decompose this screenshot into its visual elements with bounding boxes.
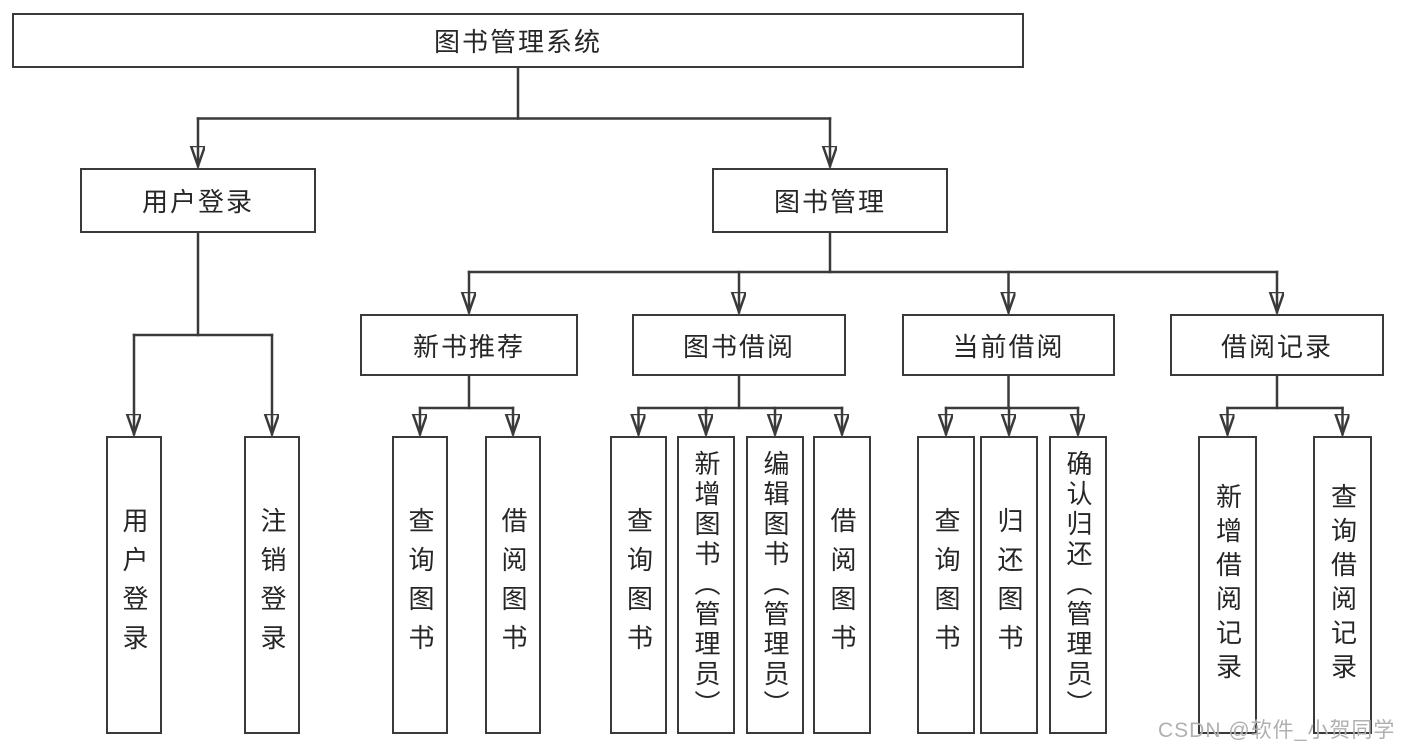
node-root: 图书管理系统 [12, 13, 1024, 68]
connector-current-borrowing-children [946, 374, 1078, 434]
node-book-borrowing-label: 图书借阅 [682, 331, 795, 362]
connector-book-management-children [469, 231, 1277, 312]
node-leaf-query-books-current: 查询图书 [917, 436, 975, 734]
node-book-management: 图书管理 [712, 168, 948, 233]
node-new-book-recommend: 新书推荐 [360, 314, 578, 376]
connector-new-book-recommend-children [420, 374, 513, 434]
node-new-book-recommend-label: 新书推荐 [412, 331, 525, 362]
node-root-label: 图书管理系统 [433, 27, 602, 57]
node-leaf-add-books-admin-label: 新增图书（管理员） [691, 450, 721, 720]
node-current-borrowing: 当前借阅 [902, 314, 1115, 376]
node-leaf-query-borrow-record: 查询借阅记录 [1313, 436, 1372, 734]
connector-root-to-level2 [198, 66, 830, 166]
node-leaf-edit-books-admin: 编辑图书（管理员） [746, 436, 804, 734]
node-leaf-user-login-label: 用户登录 [119, 507, 149, 663]
node-leaf-user-login: 用户登录 [106, 436, 162, 734]
node-leaf-query-books-borrowing-label: 查询图书 [623, 507, 654, 663]
node-leaf-query-books-recommend: 查询图书 [392, 436, 448, 734]
node-leaf-add-borrow-record: 新增借阅记录 [1198, 436, 1257, 734]
node-leaf-query-borrow-record-label: 查询借阅记录 [1327, 483, 1358, 687]
node-user-login-label: 用户登录 [141, 187, 254, 217]
node-current-borrowing-label: 当前借阅 [952, 331, 1065, 362]
node-leaf-edit-books-admin-label: 编辑图书（管理员） [760, 450, 790, 720]
node-leaf-logout: 注销登录 [244, 436, 300, 734]
node-leaf-query-books-recommend-label: 查询图书 [405, 507, 435, 663]
node-leaf-query-books-borrowing: 查询图书 [610, 436, 667, 734]
node-leaf-add-borrow-record-label: 新增借阅记录 [1212, 483, 1243, 687]
connector-borrowing-records-children [1228, 374, 1343, 434]
node-leaf-borrow-books-recommend-label: 借阅图书 [498, 507, 528, 663]
node-leaf-return-books-label: 归还图书 [994, 507, 1024, 663]
node-leaf-borrow-books-borrowing-label: 借阅图书 [827, 507, 857, 663]
node-leaf-logout-label: 注销登录 [257, 507, 287, 663]
node-leaf-return-books: 归还图书 [980, 436, 1038, 734]
node-leaf-borrow-books-recommend: 借阅图书 [485, 436, 541, 734]
node-leaf-confirm-return-admin-label: 确认归还（管理员） [1063, 450, 1093, 720]
node-borrowing-records: 借阅记录 [1170, 314, 1384, 376]
node-user-login: 用户登录 [80, 168, 316, 233]
node-leaf-confirm-return-admin: 确认归还（管理员） [1049, 436, 1107, 734]
csdn-watermark: CSDN @软件_小贺同学 [1158, 719, 1396, 742]
node-leaf-borrow-books-borrowing: 借阅图书 [813, 436, 871, 734]
node-leaf-query-books-current-label: 查询图书 [931, 507, 961, 663]
node-book-management-label: 图书管理 [773, 187, 886, 217]
node-book-borrowing: 图书借阅 [632, 314, 846, 376]
node-leaf-add-books-admin: 新增图书（管理员） [677, 436, 735, 734]
node-borrowing-records-label: 借阅记录 [1220, 331, 1333, 362]
connector-user-login-children [134, 231, 272, 434]
connector-book-borrowing-children [639, 374, 843, 434]
